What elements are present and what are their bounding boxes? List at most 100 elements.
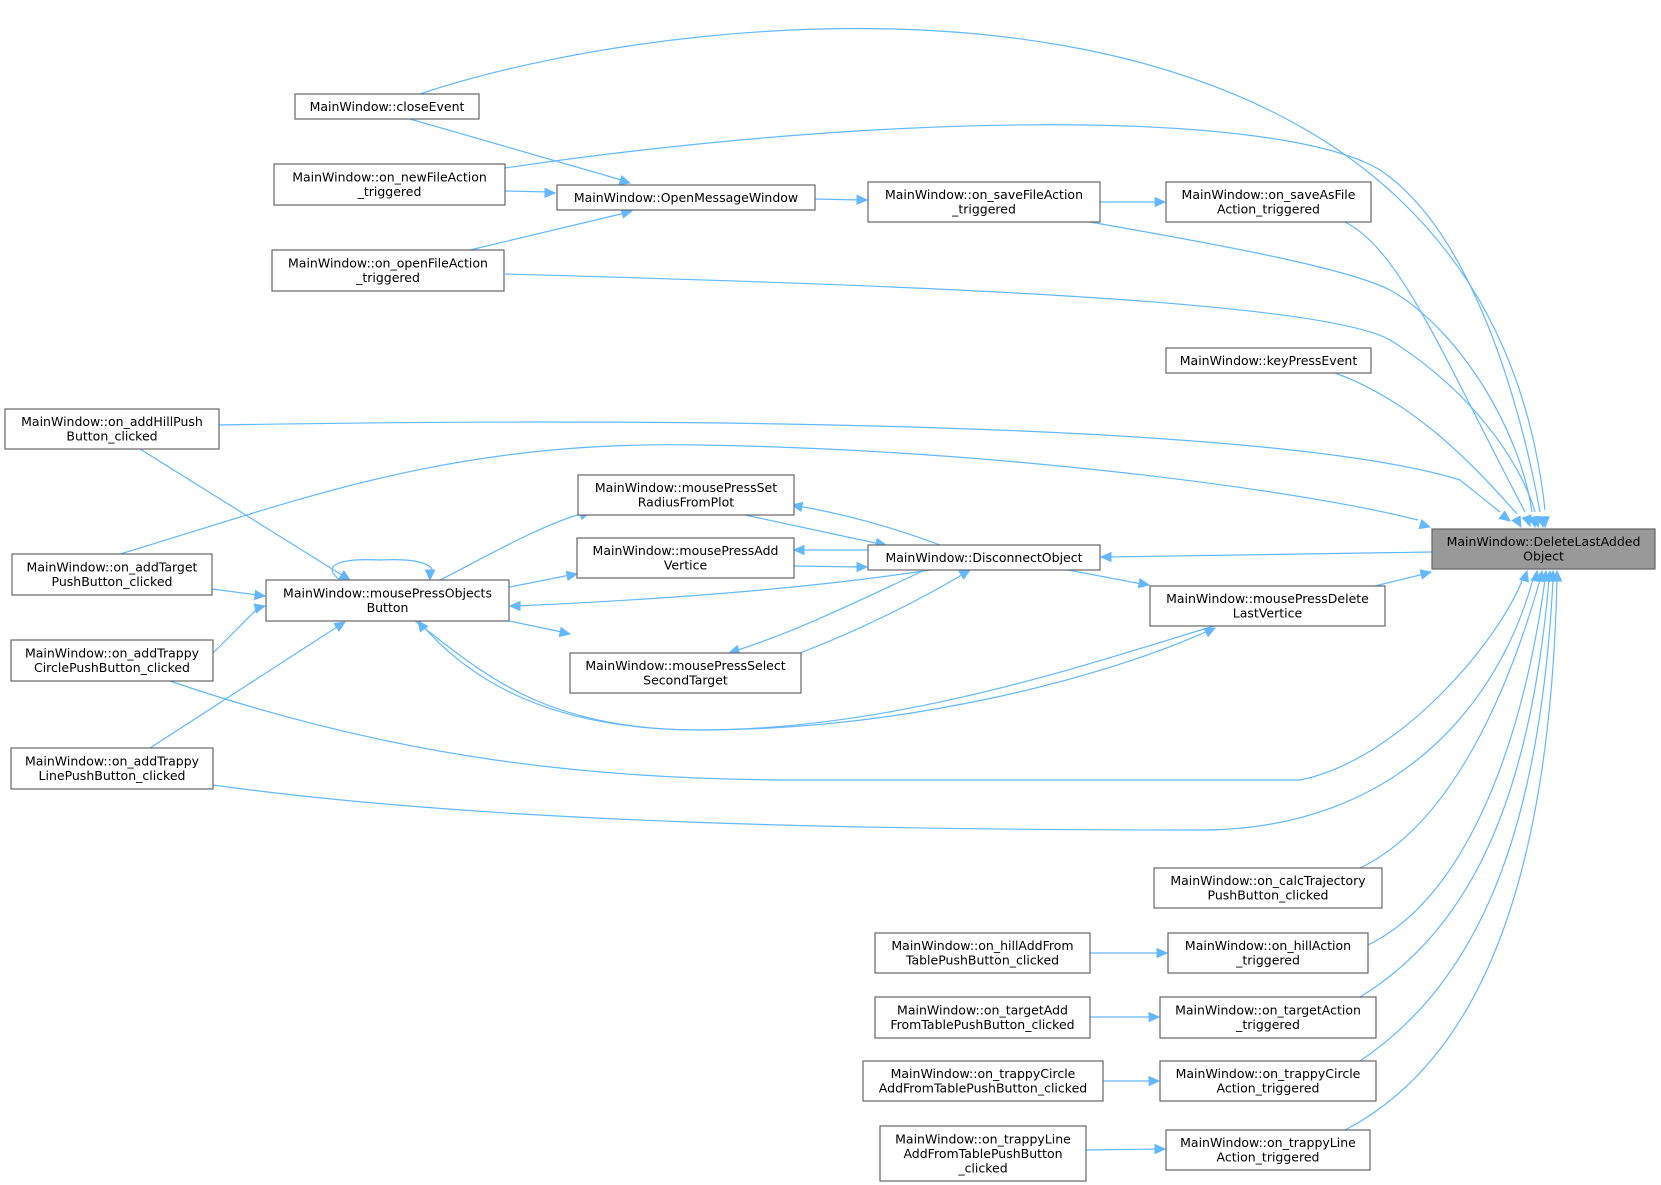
node-label-line: MainWindow::on_hillAddFrom <box>891 938 1073 953</box>
edge-arrowhead <box>1551 569 1563 582</box>
node-label-line: PushButton_clicked <box>1208 888 1329 903</box>
node-label-line: _clicked <box>957 1160 1007 1175</box>
edge-arrowhead <box>856 561 869 573</box>
node-openMsg[interactable]: MainWindow::OpenMessageWindow <box>556 184 816 211</box>
edge-line <box>504 124 1541 513</box>
edge-line <box>516 569 931 607</box>
edge-line <box>1089 221 1533 513</box>
node-box <box>10 747 214 790</box>
node-box <box>294 93 480 120</box>
node-box <box>576 537 795 579</box>
edge-line <box>409 118 626 182</box>
edge-arrowhead <box>424 569 436 582</box>
node-label-line: Button <box>367 600 409 615</box>
edge-focus-to-disconnect <box>1099 551 1433 563</box>
edge-arrowhead <box>338 569 352 581</box>
node-box <box>11 553 213 596</box>
edge-arrowhead <box>792 544 805 556</box>
node-label-line: MainWindow::mousePressAdd <box>593 543 779 558</box>
edge-arrowhead <box>1148 1075 1161 1087</box>
edge-openMsg-to-saveFile <box>814 194 869 206</box>
node-label-line: MainWindow::on_hillAction <box>1185 938 1351 953</box>
node-label-line: MainWindow::on_targetAction <box>1175 1003 1361 1018</box>
edge-arrowhead <box>1137 577 1151 589</box>
node-closeEvent[interactable]: MainWindow::closeEvent <box>294 93 480 120</box>
edge-line <box>504 190 551 193</box>
node-box <box>1159 1060 1377 1102</box>
node-box <box>867 544 1101 571</box>
edge-arrowhead <box>1418 518 1432 530</box>
node-keyPress[interactable]: MainWindow::keyPressEvent <box>1165 347 1372 374</box>
edge-arrowhead <box>1154 196 1167 208</box>
edge-arrowhead <box>1203 627 1217 638</box>
node-tlAction[interactable]: MainWindow::on_trappyLineAction_triggere… <box>1165 1129 1371 1171</box>
edge-arrowhead <box>508 600 521 612</box>
edge-arrowhead <box>253 603 267 614</box>
node-label-line: PushButton_clicked <box>52 574 173 589</box>
edge-openFile-to-openMsg <box>469 208 634 251</box>
node-label-line: MainWindow::on_newFileAction <box>292 170 487 185</box>
node-label-line: FromTablePushButton_clicked <box>890 1017 1074 1032</box>
edge-line <box>744 514 881 545</box>
node-targetAdd[interactable]: MainWindow::on_targetAddFromTablePushBut… <box>874 996 1091 1039</box>
node-label-line: RadiusFromPlot <box>638 495 735 510</box>
edge-arrowhead <box>254 589 267 601</box>
node-tlAdd[interactable]: MainWindow::on_trappyLineAddFromTablePus… <box>879 1125 1087 1182</box>
node-trappyCircle[interactable]: MainWindow::on_addTrappyCirclePushButton… <box>10 639 214 682</box>
edge-tlAction-to-focus <box>1344 569 1563 1131</box>
node-targetAction[interactable]: MainWindow::on_targetAction_triggered <box>1159 996 1377 1039</box>
edge-arrowhead <box>1099 551 1112 563</box>
node-label-line: MainWindow::on_calcTrajectory <box>1170 873 1366 888</box>
node-hillAction[interactable]: MainWindow::on_hillAction_triggered <box>1167 932 1369 974</box>
edge-closeEvent-to-focus <box>419 27 1550 529</box>
node-box <box>577 474 795 516</box>
node-box <box>265 579 510 622</box>
edge-keyPress-to-focus <box>1334 372 1522 529</box>
node-label-line: _triggered <box>357 184 422 199</box>
edge-line <box>1107 551 1433 558</box>
node-hillAdd[interactable]: MainWindow::on_hillAddFromTablePushButto… <box>874 932 1091 974</box>
node-openFile[interactable]: MainWindow::on_openFileAction_triggered <box>271 249 505 292</box>
edge-targetAdd-to-targetAction <box>1090 1011 1161 1023</box>
edge-line <box>212 578 1534 831</box>
edge-arrowhead <box>417 620 429 633</box>
node-label-line: MainWindow::mousePressSet <box>595 480 777 495</box>
node-label-line: LastVertice <box>1233 606 1303 621</box>
node-label-line: MainWindow::mousePressObjects <box>283 586 492 601</box>
edge-arrowhead <box>1156 947 1169 959</box>
node-box <box>874 932 1091 974</box>
edge-hillAdd-to-hillAction <box>1090 947 1169 959</box>
node-label-line: MainWindow::on_targetAdd <box>897 1003 1068 1018</box>
node-saveAs[interactable]: MainWindow::on_saveAsFileAction_triggere… <box>1165 181 1372 223</box>
node-box <box>867 181 1101 223</box>
node-disconnect[interactable]: MainWindow::DisconnectObject <box>867 544 1101 571</box>
node-newFile[interactable]: MainWindow::on_newFileAction_triggered <box>273 163 506 206</box>
edge-line <box>1359 579 1554 1062</box>
node-saveFile[interactable]: MainWindow::on_saveFileAction_triggered <box>867 181 1101 223</box>
node-calcTraj[interactable]: MainWindow::on_calcTrajectoryPushButton_… <box>1153 867 1383 909</box>
node-box <box>1431 528 1656 570</box>
node-trappyLine[interactable]: MainWindow::on_addTrappyLinePushButton_c… <box>10 747 214 790</box>
node-box <box>1149 585 1386 627</box>
node-label-line: MainWindow::DeleteLastAdded <box>1447 534 1641 549</box>
node-tcAction[interactable]: MainWindow::on_trappyCircleAction_trigge… <box>1159 1060 1377 1102</box>
edge-line <box>1359 579 1550 998</box>
node-label-line: Object <box>1523 549 1564 564</box>
edge-line <box>414 620 1211 731</box>
node-addTarget[interactable]: MainWindow::on_addTargetPushButton_click… <box>11 553 213 596</box>
edge-closeEvent-to-openMsg <box>409 118 632 186</box>
edge-arrowhead <box>544 187 557 199</box>
edge-tcAction-to-focus <box>1359 569 1559 1062</box>
node-tcAdd[interactable]: MainWindow::on_trappyCircleAddFromTableP… <box>862 1060 1104 1102</box>
node-box <box>10 639 214 682</box>
edge-addVertice-to-disconnect <box>793 561 869 573</box>
edge-arrowhead <box>856 194 869 206</box>
